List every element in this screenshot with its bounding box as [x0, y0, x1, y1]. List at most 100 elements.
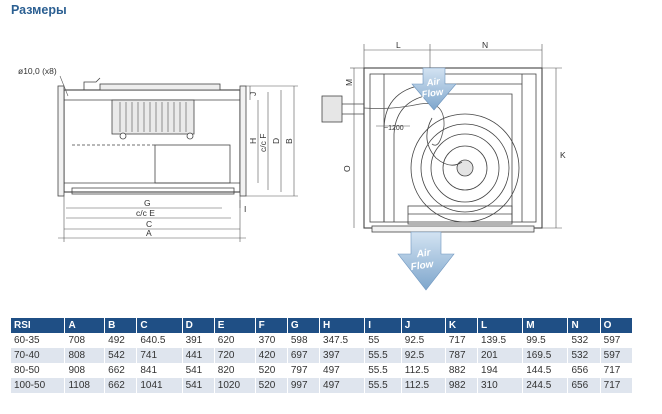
- header-cell: M: [522, 318, 569, 333]
- table-row: 70-40 808 542 741 441 720 420 697 397 55…: [11, 348, 634, 363]
- table-cell: 492: [104, 333, 138, 348]
- table-cell: 541: [182, 363, 215, 378]
- dimensions-table: RSI A B C D E F G H I J K L M N O 60-35 …: [11, 318, 634, 393]
- table-cell: 92.5: [401, 348, 446, 363]
- table-cell: 620: [214, 333, 256, 348]
- cable-length-label: ~1200: [384, 125, 404, 132]
- table-cell: 420: [255, 348, 288, 363]
- table-cell: 662: [104, 378, 138, 393]
- side-view-drawing: ø10,0 (x8) G c/c E C A I J H c/c F D B: [18, 66, 298, 242]
- table-cell: 55.5: [364, 363, 402, 378]
- header-cell: L: [477, 318, 524, 333]
- dim-b-label: B: [284, 138, 294, 144]
- table-cell: 597: [600, 333, 634, 348]
- table-cell: 520: [255, 378, 288, 393]
- table-row: 60-35 708 492 640.5 391 620 370 598 347.…: [11, 333, 634, 348]
- dim-o-label: O: [342, 165, 352, 172]
- table-cell: 347.5: [319, 333, 366, 348]
- dim-d-label: D: [271, 138, 281, 144]
- dim-m-label: M: [344, 79, 354, 86]
- header-cell: A: [64, 318, 106, 333]
- dim-l-label: L: [396, 40, 401, 50]
- header-cell: J: [401, 318, 446, 333]
- table-cell: 717: [600, 378, 634, 393]
- table-cell: 541: [182, 378, 215, 393]
- table-cell: 92.5: [401, 333, 446, 348]
- header-cell: RSI: [11, 318, 66, 333]
- table-cell: 808: [64, 348, 106, 363]
- table-cell: 662: [104, 363, 138, 378]
- table-cell: 520: [255, 363, 288, 378]
- table-cell: 787: [445, 348, 479, 363]
- header-cell: O: [600, 318, 634, 333]
- table-cell: 1108: [64, 378, 106, 393]
- dim-e-label: c/c E: [136, 208, 155, 218]
- header-cell: N: [567, 318, 601, 333]
- header-cell: B: [104, 318, 138, 333]
- header-cell: D: [182, 318, 215, 333]
- table-row: 100-50 1108 662 1041 541 1020 520 997 49…: [11, 378, 634, 393]
- table-cell: 656: [567, 363, 601, 378]
- airflow-out-arrow: Air Flow: [397, 231, 455, 291]
- table-cell: 370: [255, 333, 288, 348]
- dim-h-label: H: [248, 138, 258, 144]
- table-cell: 1020: [214, 378, 256, 393]
- dim-f-label: c/c F: [258, 134, 268, 152]
- table-header-row: RSI A B C D E F G H I J K L M N O: [11, 318, 634, 333]
- dimension-drawings: ø10,0 (x8) G c/c E C A I J H c/c F D B: [18, 40, 566, 291]
- header-cell: G: [287, 318, 321, 333]
- table-cell: 882: [445, 363, 479, 378]
- table-cell: 60-35: [11, 333, 66, 348]
- table-cell: 820: [214, 363, 256, 378]
- table-cell: 908: [64, 363, 106, 378]
- dim-c-label: C: [146, 219, 152, 229]
- header-cell: K: [445, 318, 479, 333]
- table-cell: 99.5: [522, 333, 569, 348]
- table-cell: 70-40: [11, 348, 66, 363]
- dim-g-label: G: [144, 198, 151, 208]
- airflow-in-arrow: Air Flow: [411, 67, 457, 111]
- table-cell: 55.5: [364, 348, 402, 363]
- table-cell: 717: [600, 363, 634, 378]
- table-cell: 194: [477, 363, 524, 378]
- table-row: 80-50 908 662 841 541 820 520 797 497 55…: [11, 363, 634, 378]
- header-cell: H: [319, 318, 366, 333]
- header-cell: C: [136, 318, 183, 333]
- table-cell: 112.5: [401, 378, 446, 393]
- dim-n-label: N: [482, 40, 488, 50]
- dim-i-label: I: [244, 204, 246, 214]
- table-cell: 797: [287, 363, 321, 378]
- table-cell: 310: [477, 378, 524, 393]
- table-cell: 717: [445, 333, 479, 348]
- airflow-out-text-2: Flow: [410, 259, 435, 273]
- dim-k-label: K: [560, 150, 566, 160]
- table-cell: 391: [182, 333, 215, 348]
- table-cell: 697: [287, 348, 321, 363]
- table-cell: 542: [104, 348, 138, 363]
- table-cell: 497: [319, 378, 366, 393]
- table-cell: 841: [136, 363, 183, 378]
- table-cell: 169.5: [522, 348, 569, 363]
- table-cell: 1041: [136, 378, 183, 393]
- table-cell: 997: [287, 378, 321, 393]
- dim-j-label: J: [248, 92, 258, 96]
- table-cell: 741: [136, 348, 183, 363]
- table-cell: 598: [287, 333, 321, 348]
- front-view-drawing: L N M O K ~1200: [321, 40, 566, 233]
- table-cell: 640.5: [136, 333, 183, 348]
- table-cell: 244.5: [522, 378, 569, 393]
- dim-a-label: A: [146, 228, 152, 238]
- hole-label: ø10,0 (x8): [18, 66, 57, 76]
- table-cell: 532: [567, 348, 601, 363]
- header-cell: E: [214, 318, 256, 333]
- header-cell: F: [255, 318, 288, 333]
- table-cell: 144.5: [522, 363, 569, 378]
- airflow-in-text-1: Air: [425, 76, 442, 89]
- table-cell: 397: [319, 348, 366, 363]
- table-cell: 55: [364, 333, 402, 348]
- page-title: Размеры: [11, 3, 67, 17]
- table-cell: 441: [182, 348, 215, 363]
- table-cell: 55.5: [364, 378, 402, 393]
- table-cell: 656: [567, 378, 601, 393]
- table-cell: 139.5: [477, 333, 524, 348]
